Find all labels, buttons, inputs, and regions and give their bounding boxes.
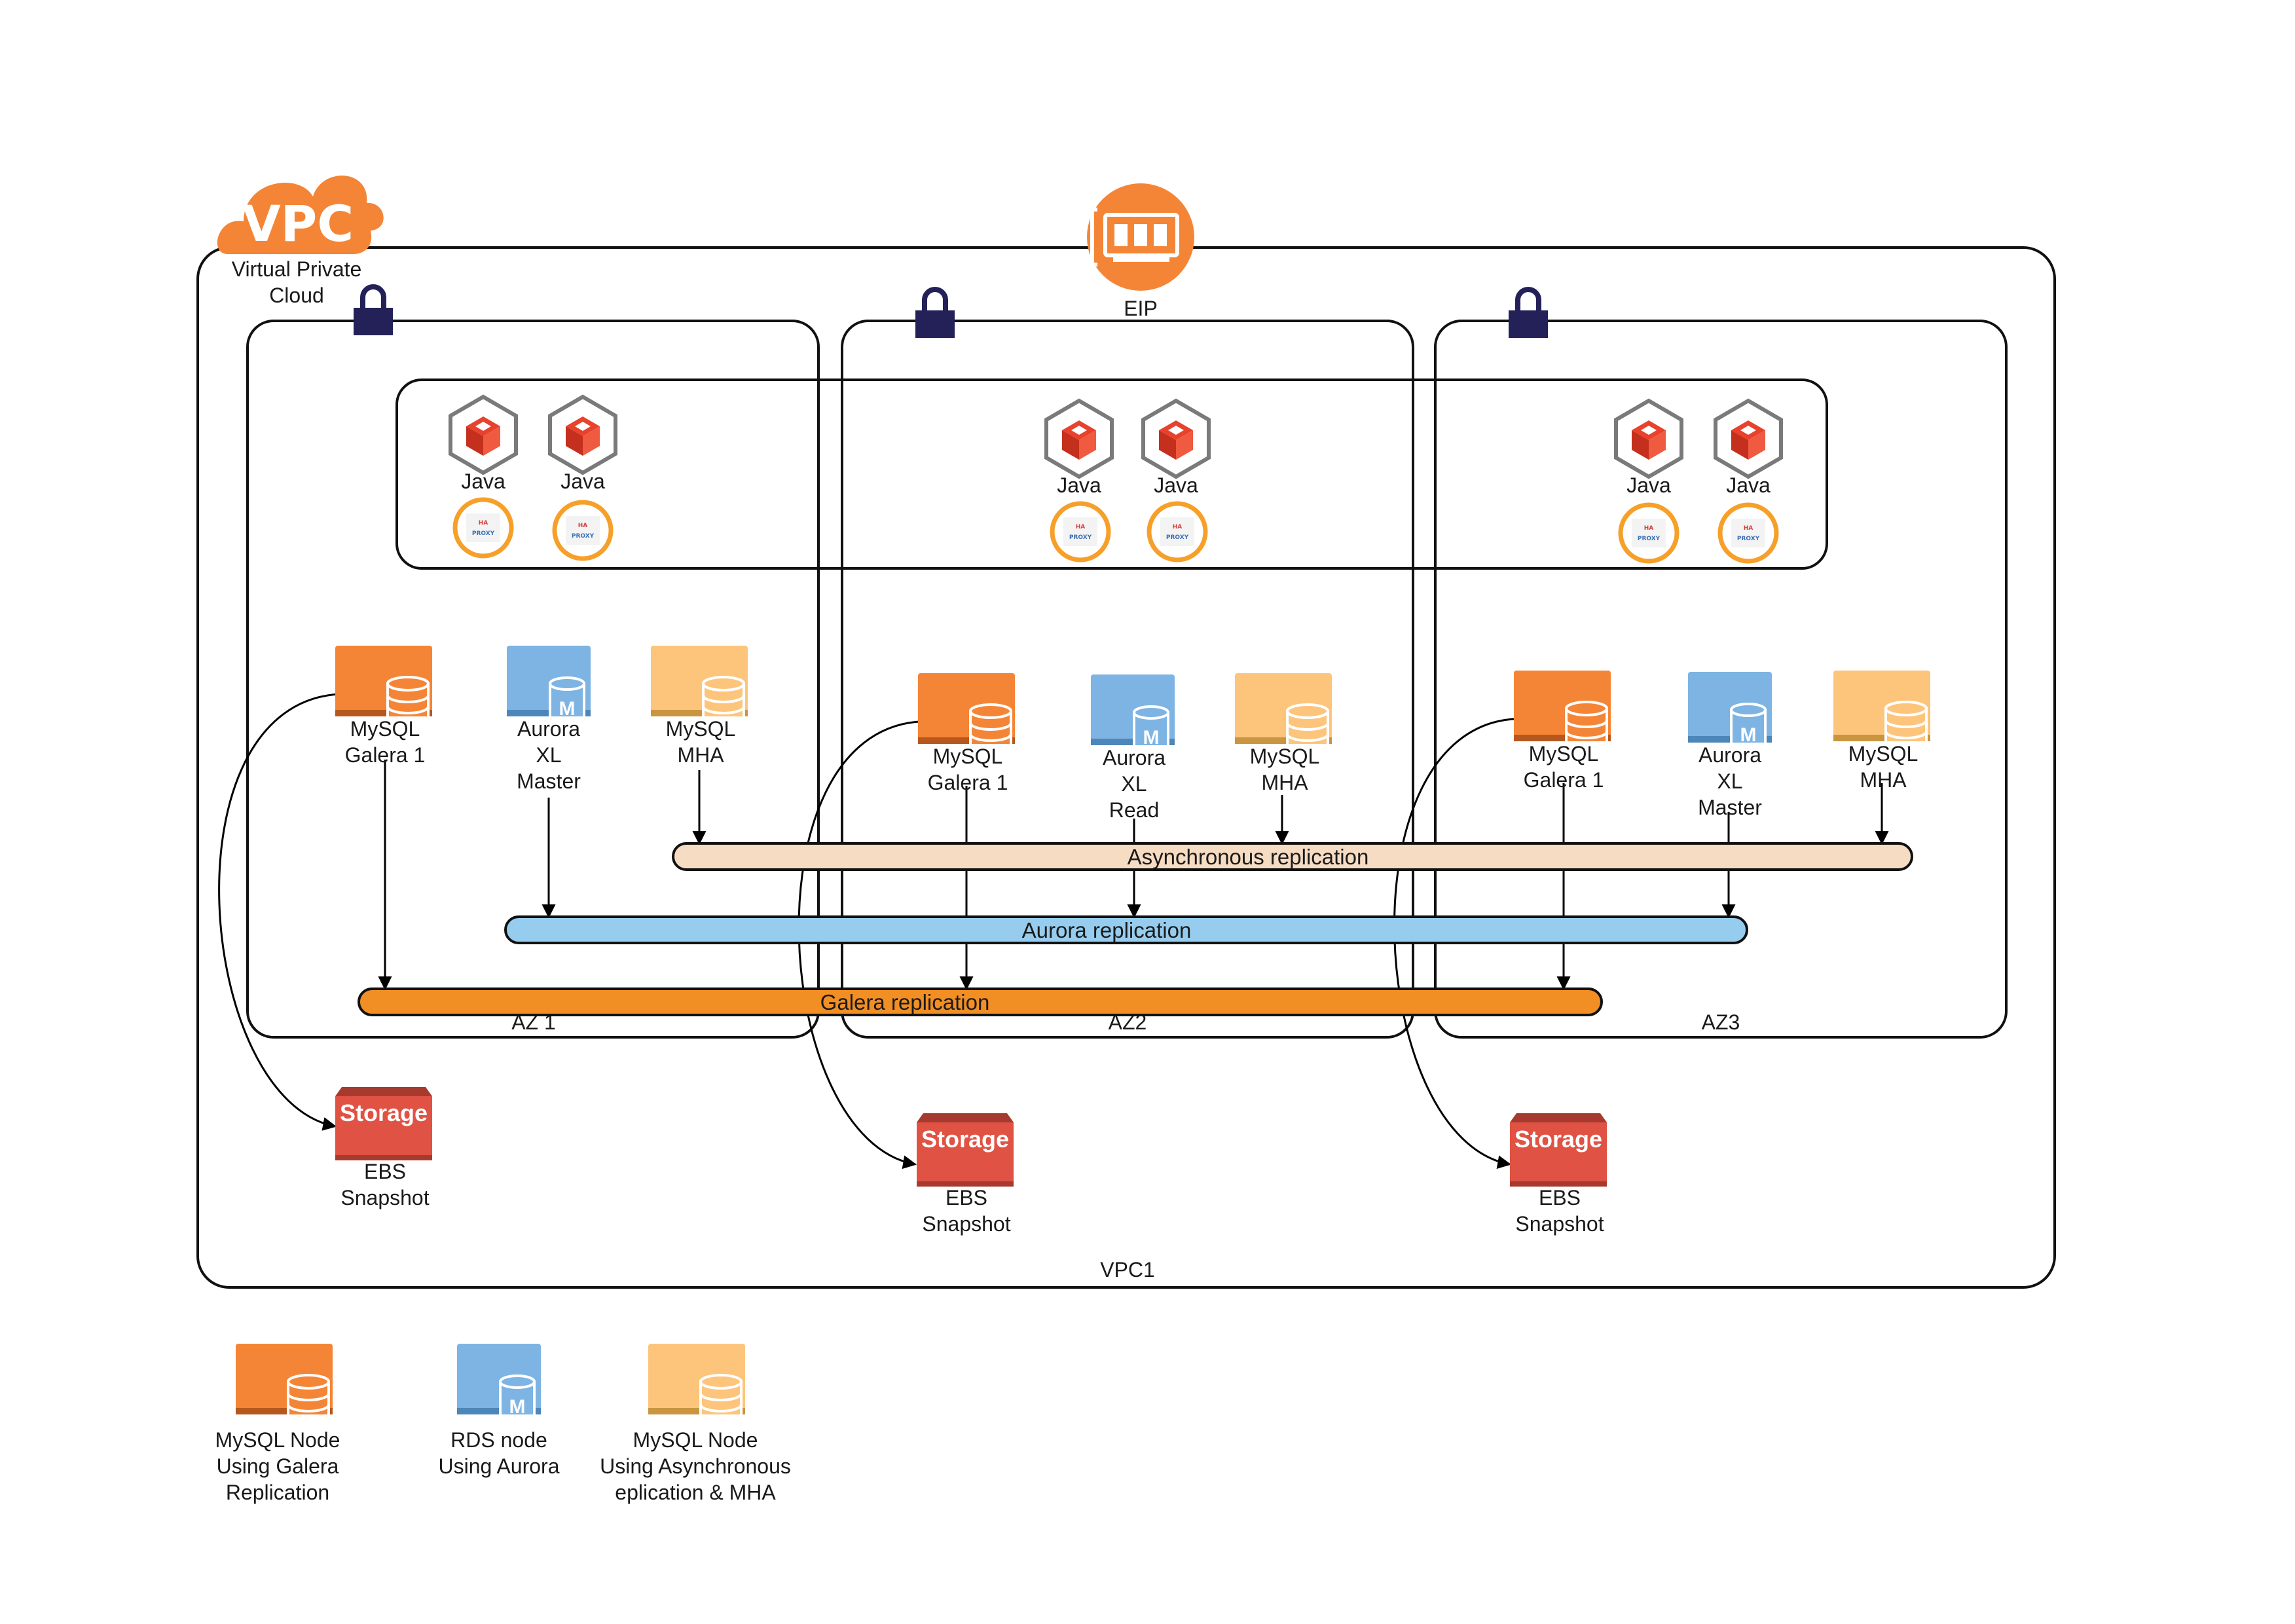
aurora-replication-label: Aurora replication: [1022, 918, 1192, 942]
db-node-label: Master: [1698, 796, 1762, 819]
app-server-icon: [1143, 401, 1209, 477]
db-node-label: MHA: [1261, 771, 1308, 794]
storage-label: Snapshot: [1515, 1212, 1604, 1236]
aurora-icon-letter: M: [1740, 724, 1757, 746]
legend-label: MySQL Node: [633, 1428, 758, 1452]
mysql-galera-node-icon: [917, 672, 1016, 753]
db-node-label: Galera 1: [928, 771, 1008, 794]
ebs-storage-icon: Storage: [335, 1087, 432, 1160]
app-server-icon: [1716, 401, 1781, 477]
legend-label: Replication: [226, 1481, 329, 1504]
az3-label: AZ3: [1702, 1010, 1740, 1034]
aurora-icon-letter: M: [1143, 727, 1160, 748]
ebs-storage-icon: Storage: [917, 1113, 1014, 1187]
aurora-node-icon: M: [505, 644, 592, 720]
app-server-label: Java: [461, 470, 505, 493]
galera-replication-label: Galera replication: [820, 990, 990, 1014]
legend-label: Using Galera: [217, 1454, 339, 1478]
db-node-label: XL: [1717, 769, 1742, 793]
db-node-label: MHA: [1860, 768, 1907, 792]
legend-aurora-icon: M: [456, 1342, 542, 1418]
db-node-label: Aurora: [1103, 746, 1166, 769]
legend-mysql-async-icon: [647, 1342, 746, 1424]
vpc-cloud-icon: VPC: [217, 175, 384, 254]
legend-mysql-galera-icon: [234, 1342, 334, 1424]
storage-label: Snapshot: [922, 1212, 1010, 1236]
aurora-node-icon: M: [1687, 671, 1773, 746]
aurora-icon-letter: M: [559, 698, 576, 720]
legend-label: eplication & MHA: [615, 1481, 776, 1504]
az3-container: [1434, 320, 2008, 1039]
eip-icon: [1087, 183, 1194, 291]
app-server-icon: [550, 397, 615, 473]
galera-replication-bar: Galera replication: [358, 987, 1603, 1016]
db-node-label: Aurora: [517, 717, 580, 741]
db-node-label: Galera 1: [345, 743, 426, 767]
ebs-storage-icon: Storage: [1510, 1113, 1607, 1187]
db-node-label: MySQL: [933, 745, 1003, 768]
storage-label: EBS: [946, 1186, 987, 1209]
async-replication-label: Asynchronous replication: [1128, 845, 1369, 869]
legend-label: RDS node: [450, 1428, 547, 1452]
db-node-label: MySQL: [666, 717, 736, 741]
db-node-label: Read: [1109, 798, 1160, 822]
app-server-label: Java: [1626, 473, 1671, 497]
db-node-label: MySQL: [1848, 742, 1919, 766]
vpc-icon-text: VPC: [242, 194, 354, 253]
lock-icon: [354, 287, 393, 335]
mysql-galera-node-icon: [1513, 669, 1612, 750]
app-server-icon: [450, 397, 516, 473]
aurora-node-icon: M: [1090, 673, 1176, 748]
async-replication-bar: Asynchronous replication: [672, 842, 1913, 871]
mysql-async-node-icon: [1234, 672, 1333, 753]
haproxy-icon: [1720, 505, 1776, 561]
haproxy-icon: [1149, 504, 1205, 560]
app-server-icon: [1616, 401, 1681, 477]
app-servers: Java Java Java Java Java Java: [450, 397, 1781, 561]
storage-label: EBS: [364, 1160, 406, 1183]
haproxy-icon: [1052, 504, 1109, 560]
vpc-label-line1: Virtual Private: [232, 257, 362, 281]
storage-icon-text: Storage: [921, 1126, 1009, 1153]
db-node-label: Aurora: [1698, 743, 1761, 767]
legend-label: MySQL Node: [215, 1428, 340, 1452]
app-server-label: Java: [560, 470, 605, 493]
app-server-label: Java: [1057, 473, 1101, 497]
db-node-label: MySQL: [350, 717, 420, 741]
mysql-async-node-icon: [650, 644, 749, 726]
storage-icon-text: Storage: [340, 1099, 428, 1126]
haproxy-icon: [1621, 505, 1677, 561]
legend-label: Using Asynchronous: [600, 1454, 791, 1478]
vpc-name-label: VPC1: [1100, 1258, 1155, 1282]
db-node-label: Galera 1: [1524, 768, 1604, 792]
az2-container: [841, 320, 1414, 1039]
legend-label: Using Aurora: [439, 1454, 560, 1478]
vpc-label-line2: Cloud: [269, 284, 324, 307]
aurora-icon-letter: M: [509, 1396, 526, 1418]
app-server-label: Java: [1726, 473, 1771, 497]
mysql-galera-node-icon: [334, 644, 433, 726]
app-server-icon: [1046, 401, 1112, 477]
mysql-async-node-icon: [1832, 669, 1932, 750]
storage-label: EBS: [1539, 1186, 1581, 1209]
db-node-label: XL: [1121, 772, 1147, 796]
db-node-label: MySQL: [1250, 745, 1320, 768]
db-node-label: Master: [517, 769, 581, 793]
az1-container: [246, 320, 820, 1039]
storage-label: Snapshot: [340, 1186, 429, 1209]
haproxy-icon: [555, 502, 611, 559]
legend: MySQL Node Using Galera Replication M RD…: [215, 1342, 791, 1504]
db-node-label: MHA: [677, 743, 724, 767]
aurora-replication-bar: Aurora replication: [504, 915, 1748, 944]
haproxy-icon: [455, 500, 511, 556]
app-tier-container: [395, 378, 1828, 570]
eip-label: EIP: [1124, 297, 1158, 320]
storage-icon-text: Storage: [1515, 1126, 1602, 1153]
lock-icon: [915, 289, 955, 338]
lock-icon: [1509, 289, 1548, 338]
db-node-label: MySQL: [1529, 742, 1599, 766]
app-server-label: Java: [1154, 473, 1198, 497]
db-node-label: XL: [536, 743, 561, 767]
